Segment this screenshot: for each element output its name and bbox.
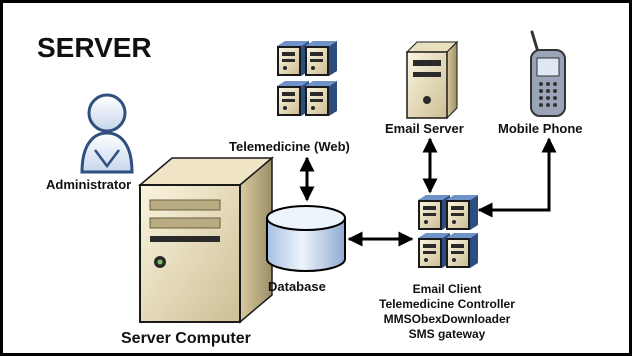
email-server-icon — [405, 40, 459, 120]
controller-labels: Email Client Telemedicine Controller MMS… — [379, 282, 515, 341]
email-server-label: Email Server — [385, 121, 464, 136]
telemedicine-web-server-icon — [277, 41, 337, 116]
server-computer-icon — [137, 156, 275, 324]
database-icon — [266, 205, 346, 272]
controller-label-line-2: Telemedicine Controller — [379, 297, 515, 311]
telemedicine-web-label: Telemedicine (Web) — [229, 139, 350, 154]
administrator-label: Administrator — [46, 177, 131, 192]
mobile-phone-icon — [530, 30, 566, 117]
connections — [299, 137, 557, 247]
connector-phone-controller — [477, 137, 557, 218]
controller-label-line-1: Email Client — [413, 282, 482, 296]
controller-server-icon — [418, 195, 478, 268]
administrator-icon — [80, 93, 134, 174]
page-title: SERVER — [37, 32, 152, 63]
controller-label-line-3: MMSObexDownloader — [384, 312, 511, 326]
server-computer-label: Server Computer — [121, 330, 251, 347]
database-label: Database — [268, 279, 326, 294]
controller-label-line-4: SMS gateway — [409, 327, 486, 341]
mobile-phone-label: Mobile Phone — [498, 121, 583, 136]
